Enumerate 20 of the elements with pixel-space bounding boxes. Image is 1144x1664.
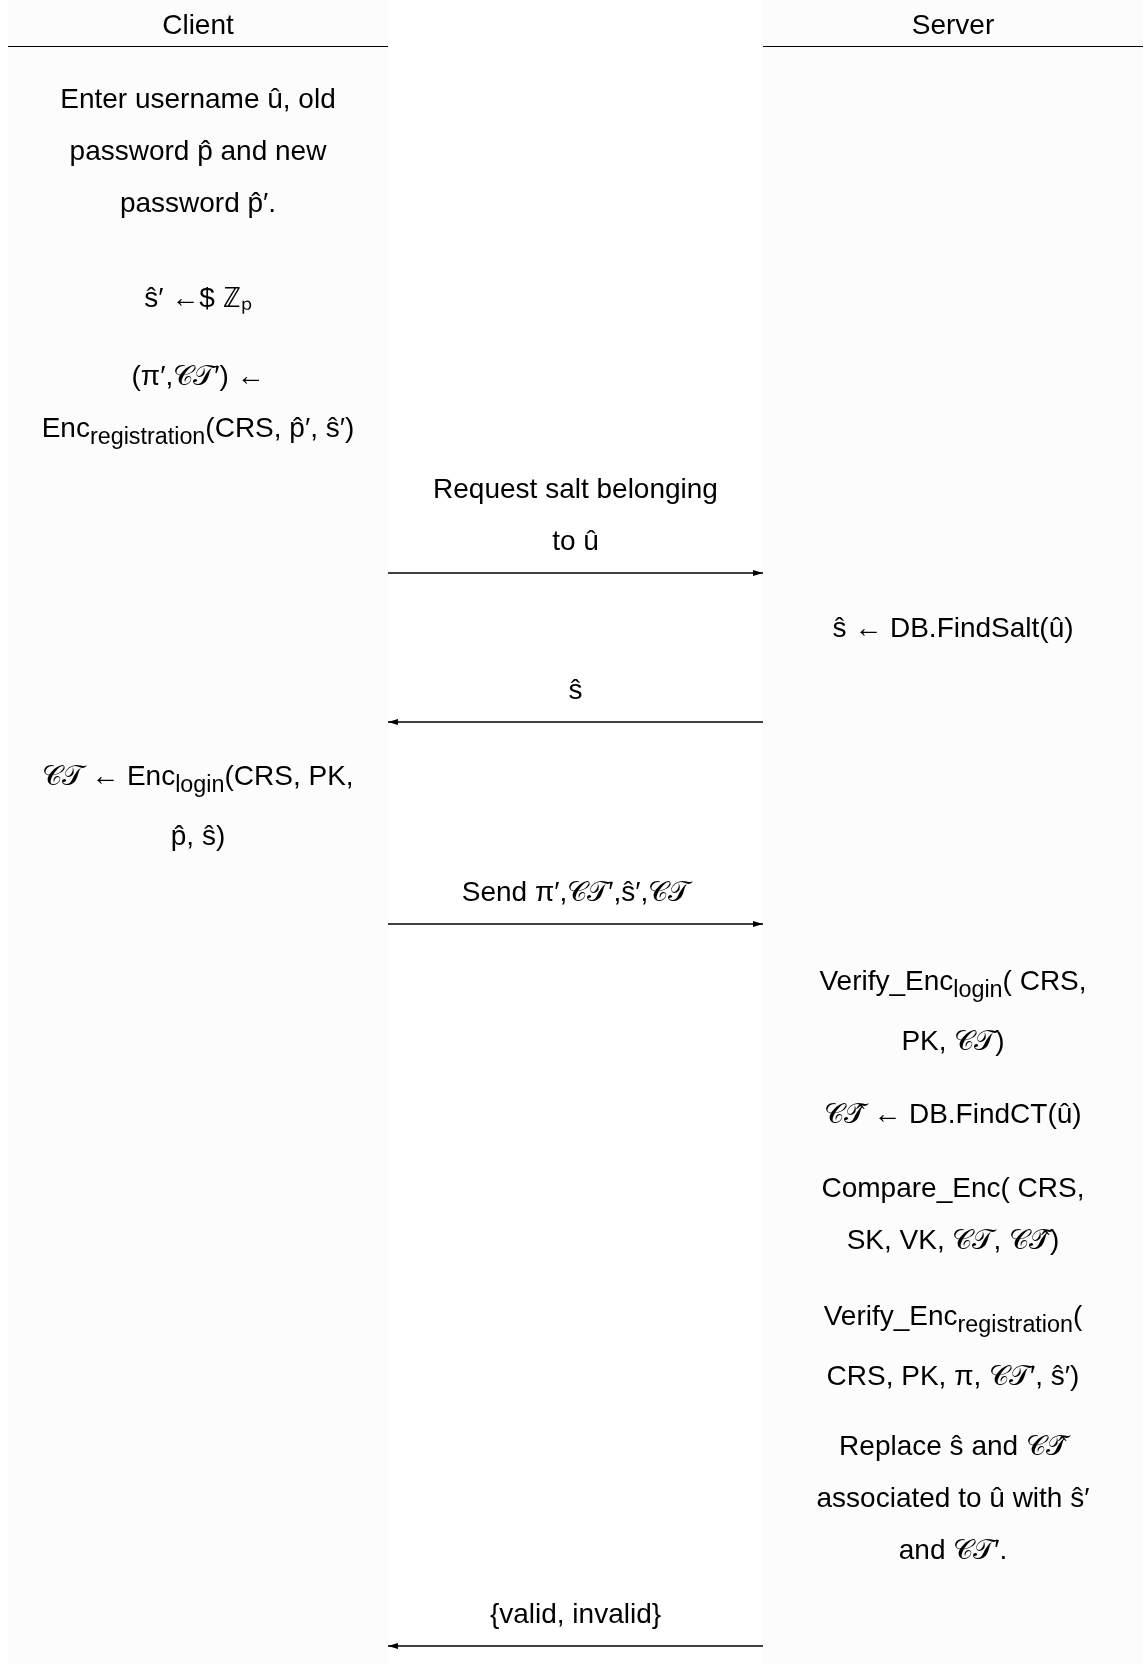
lane-heading: Server (763, 6, 1143, 47)
message-arrow (387, 719, 764, 725)
message-arrow (387, 570, 764, 576)
step-text: Replace ŝ and 𝒞𝒯̂ associated to û with ŝ′ and 𝒞𝒯′. (793, 1420, 1113, 1576)
step-text: Verify_Enc$_{login}$( CRS, PK, 𝒞𝒯) (803, 955, 1103, 1067)
step-text: Compare_Enc( CRS, SK, VK, 𝒞𝒯, 𝒞𝒯̂) (803, 1162, 1103, 1266)
step-text: 𝒞𝒯 ← Enc$_{login}$(CRS, PK, p̂, ŝ) (30, 750, 366, 862)
step-text: Verify_Enc$_{registration}$( CRS, PK, π, 𝒞𝒯′, ŝ′) (803, 1290, 1103, 1402)
step-text: Enter username û, old password p̂ and new password p̂′. (28, 73, 368, 229)
step-text: (π′,𝒞𝒯′) ← Enc$_{registration}$(CRS, p̂′, ŝ′) (13, 350, 383, 462)
edge-label: Request salt belonging to û (432, 472, 719, 558)
edge-label: ŝ (567, 673, 584, 707)
step-text: ŝ′ ←$ ℤₚ (18, 272, 378, 324)
lane-heading: Client (8, 6, 388, 47)
message-arrow (387, 921, 764, 927)
edge-label: {valid, invalid} (488, 1597, 663, 1631)
step-text: ŝ ← DB.FindSalt(û) (768, 602, 1138, 654)
step-text: 𝒞𝒯̂ ← DB.FindCT(û) (768, 1088, 1138, 1140)
edge-label: Send π′,𝒞𝒯′,ŝ′,𝒞𝒯 (423, 866, 728, 918)
message-arrow (387, 1643, 764, 1649)
